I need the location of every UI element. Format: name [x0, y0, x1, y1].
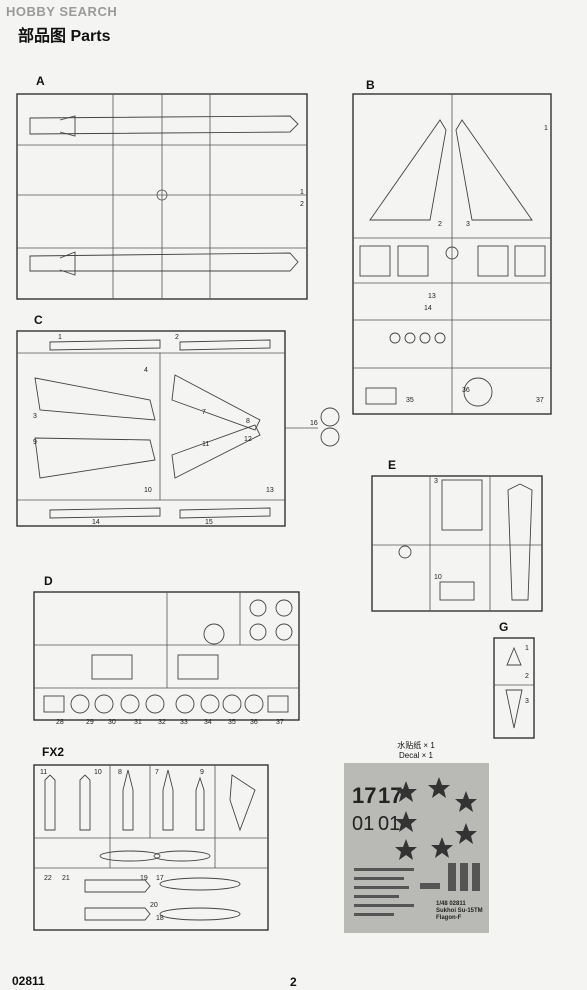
decal-label: 水贴纸 × 1 Decal × 1: [386, 740, 446, 760]
sprue-g: 1 2 3: [493, 637, 535, 739]
sprue-label-d: D: [44, 574, 53, 588]
decal-code: 17: [352, 783, 377, 808]
svg-text:4: 4: [144, 367, 148, 374]
svg-text:14: 14: [92, 519, 100, 526]
decal-caption: 1/48 02811 Sukhoi Su-15TM Flagon-F: [436, 901, 483, 922]
sprue-label-fx2: FX2: [42, 745, 65, 759]
svg-text:10: 10: [434, 574, 442, 581]
sprue-d: 28 29 30 31 32 33 34 35 36 37: [33, 591, 300, 726]
star-icon: [395, 781, 417, 802]
decal-stars: [354, 777, 480, 916]
svg-text:13: 13: [266, 487, 274, 494]
svg-text:34: 34: [204, 719, 212, 726]
svg-text:1: 1: [544, 125, 548, 132]
watermark: HOBBY SEARCH: [6, 4, 118, 19]
svg-text:16: 16: [310, 420, 318, 427]
svg-text:1: 1: [525, 645, 529, 652]
svg-text:1: 1: [58, 334, 62, 341]
decal-label-cn: 水贴纸 × 1: [397, 741, 435, 750]
svg-text:22: 22: [44, 875, 52, 882]
star-icon: [455, 823, 477, 844]
svg-text:12: 12: [244, 436, 252, 443]
svg-text:35: 35: [406, 397, 414, 404]
svg-text:19: 19: [140, 875, 148, 882]
svg-text:31: 31: [134, 719, 142, 726]
svg-text:7: 7: [202, 409, 206, 416]
svg-text:3: 3: [466, 221, 470, 228]
sprue-c: 1 2 3 9 4 7 11 8 12 10 16 14 15 13: [16, 330, 340, 527]
sprue-label-e: E: [388, 458, 397, 472]
product-code: 02811: [12, 974, 45, 988]
sprue-label-g: G: [499, 620, 509, 634]
svg-text:7: 7: [155, 769, 159, 776]
svg-text:3: 3: [434, 478, 438, 485]
svg-text:15: 15: [205, 519, 213, 526]
svg-text:8: 8: [246, 418, 250, 425]
sprue-e: 3 10: [371, 475, 543, 612]
svg-text:2: 2: [175, 334, 179, 341]
star-icon: [428, 777, 450, 798]
sprue-label-c: C: [34, 313, 43, 327]
svg-text:18: 18: [156, 915, 164, 922]
star-icon: [431, 837, 453, 858]
sprue-fx2: 11 10 8 7 9 22 21 19 17 20 18: [33, 764, 269, 931]
svg-text:3: 3: [525, 698, 529, 705]
svg-text:11: 11: [202, 441, 209, 448]
decal-code: 17: [378, 783, 403, 808]
svg-text:21: 21: [62, 875, 70, 882]
svg-text:13: 13: [428, 293, 436, 300]
svg-text:3: 3: [33, 413, 37, 420]
svg-text:36: 36: [462, 387, 470, 394]
svg-text:2: 2: [438, 221, 442, 228]
decal-code: 01: [378, 813, 401, 835]
svg-text:36: 36: [250, 719, 258, 726]
svg-text:1: 1: [300, 189, 304, 196]
sprue-a: 1 2: [16, 93, 308, 300]
decal-caption-name: Flagon-F: [436, 915, 462, 921]
svg-text:28: 28: [56, 719, 64, 726]
svg-text:17: 17: [156, 875, 164, 882]
svg-text:10: 10: [144, 487, 152, 494]
svg-text:30: 30: [108, 719, 116, 726]
svg-text:29: 29: [86, 719, 94, 726]
svg-text:32: 32: [158, 719, 166, 726]
decal-caption-scale: 1/48 02811: [436, 901, 466, 907]
svg-text:9: 9: [33, 439, 37, 446]
svg-text:10: 10: [94, 769, 102, 776]
svg-text:9: 9: [200, 769, 204, 776]
svg-text:2: 2: [525, 673, 529, 680]
sprue-label-b: B: [366, 78, 375, 92]
sprue-label-a: A: [36, 74, 45, 88]
page-number: 2: [290, 975, 297, 989]
star-icon: [395, 811, 417, 832]
svg-text:33: 33: [180, 719, 188, 726]
svg-text:37: 37: [536, 397, 544, 404]
sprue-b: 2 3 1 13 14 36 35 37: [352, 93, 552, 415]
decal-caption-model: Sukhoi Su-15TM: [436, 908, 483, 914]
svg-text:20: 20: [150, 902, 158, 909]
decal-code: 01: [352, 813, 375, 835]
star-icon: [455, 791, 477, 812]
svg-text:37: 37: [276, 719, 284, 726]
svg-text:35: 35: [228, 719, 236, 726]
svg-text:8: 8: [118, 769, 122, 776]
decal-sheet: 17 17 01 01: [344, 763, 489, 933]
star-icon: [395, 839, 417, 860]
svg-text:2: 2: [300, 201, 304, 208]
page-title: 部品图 Parts: [18, 28, 111, 45]
svg-text:11: 11: [40, 769, 47, 776]
decal-label-en: Decal × 1: [398, 751, 434, 760]
svg-text:14: 14: [424, 305, 432, 312]
